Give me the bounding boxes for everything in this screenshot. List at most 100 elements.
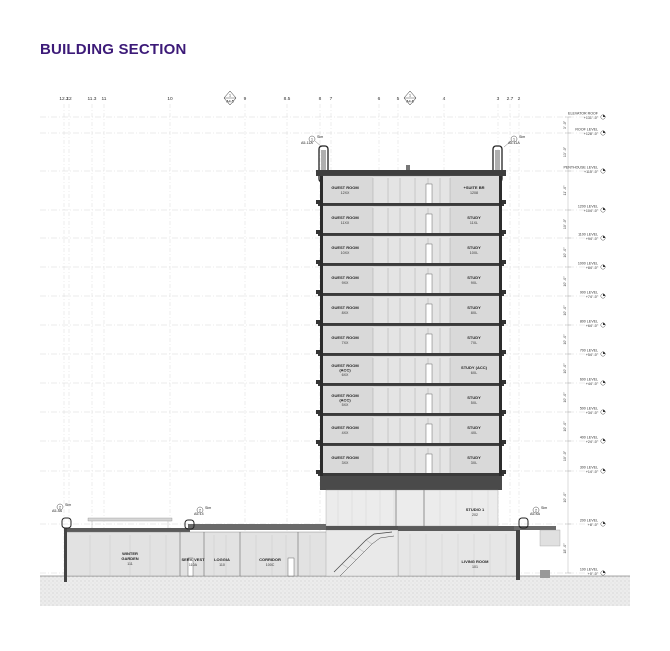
dimension-label: 10' -0": [563, 276, 567, 287]
grid-label: 8.5: [284, 96, 291, 102]
room-name: GUEST ROOM: [331, 185, 359, 190]
callout-ref: A5-11A: [508, 141, 520, 145]
level-marker: [600, 264, 606, 270]
room-number: 5XL: [471, 401, 477, 405]
grid-label: 12: [66, 96, 72, 102]
page-title: BUILDING SECTION: [40, 41, 187, 58]
callout-number: 2: [59, 505, 61, 509]
room-name: +SUITE BR: [463, 185, 484, 190]
dimension-label: 18' -0": [563, 543, 567, 554]
callout-number: 2: [199, 508, 201, 512]
room-number: 3XL: [471, 461, 477, 465]
room-name: GUEST ROOM: [331, 363, 359, 368]
room-number: 3XX: [342, 461, 349, 465]
level-name: ROOF LEVEL: [575, 128, 598, 132]
lobby-volume: [325, 489, 499, 527]
room-number: 10XX: [341, 251, 350, 255]
detail-callout: 2 Sim A5-14: [194, 506, 211, 516]
room-number: 110A: [189, 563, 198, 567]
level-name: PENTHOUSE LEVEL: [563, 166, 598, 170]
level-marker: [600, 468, 606, 474]
level-name: 1000 LEVEL: [578, 262, 598, 266]
level-name: ELEVATOR ROOF: [568, 112, 599, 116]
room-number: 9XX: [342, 281, 349, 285]
callout-sim: Sim: [519, 135, 525, 139]
room-name: GUEST ROOM: [331, 245, 359, 250]
winter-garden-canopy: [87, 517, 173, 522]
room-name: STUDY: [467, 425, 481, 430]
level-marker: [600, 293, 606, 299]
room-number: 11XX: [341, 221, 350, 225]
podium-body: [65, 531, 329, 577]
podium-roof-slab-2: [188, 524, 328, 530]
grid-label: 11: [102, 96, 107, 102]
grid-label: 5: [397, 96, 400, 102]
section-marker-sheet: A4-6: [406, 100, 414, 104]
level-name: 500 LEVEL: [580, 407, 598, 411]
level-elevation: +74' -0": [586, 295, 599, 299]
level-elevation: +54' -0": [586, 353, 599, 357]
level-elevation: +104' -0": [584, 209, 599, 213]
section-marker: 1 A4-5: [223, 90, 237, 106]
callout-sim: Sim: [65, 503, 71, 507]
level-marker: [600, 235, 606, 241]
level-marker: [600, 521, 606, 527]
dimension-label: 10' -0": [563, 305, 567, 316]
room-number: 8XX: [342, 311, 349, 315]
level-elevation: +128' -0": [584, 132, 599, 136]
level-name: 900 LEVEL: [580, 291, 598, 295]
dimension-label: 10' -0": [563, 363, 567, 374]
room-number: 9XL: [471, 281, 477, 285]
room-name: STUDY (ACC): [461, 365, 488, 370]
dimension-label: 11' -0": [563, 185, 567, 196]
callout-sim: Sim: [541, 506, 547, 510]
level-name: 800 LEVEL: [580, 320, 598, 324]
dimension-label: 3' -0": [563, 120, 567, 129]
level-marker: [600, 409, 606, 415]
level-name: 300 LEVEL: [580, 466, 598, 470]
grid-label: 6: [378, 96, 381, 102]
room-number: 111: [127, 562, 132, 566]
callout-ref: A5-14: [194, 512, 204, 516]
grid-label: 12.2: [59, 96, 69, 102]
level-elevation: +14' -0": [586, 470, 599, 474]
level-name: 700 LEVEL: [580, 349, 598, 353]
callout-number: 1: [311, 137, 313, 141]
level-marker: [600, 114, 606, 120]
grid-label: 8: [319, 96, 322, 102]
grid-label: 2: [518, 96, 521, 102]
podium-room-labels: WINTER GARDEN 111 SERV. VEST 110A LOGGIA…: [121, 507, 489, 569]
room-number: 4XX: [342, 431, 349, 435]
section-marker: 1 A4-6: [403, 90, 417, 106]
grid-label: 10: [167, 96, 173, 102]
dimension-label: 10' -0": [563, 492, 567, 503]
room-number: 6XL: [471, 371, 477, 375]
callout-ref: A5-4A: [52, 509, 63, 513]
level-name: 1200 LEVEL: [578, 205, 598, 209]
room-name: WINTER: [122, 551, 138, 556]
callout-ref: A5-11A: [301, 141, 313, 145]
level-elevation: +44' -0": [586, 382, 599, 386]
room-number: 11XL: [470, 221, 478, 225]
dimension-annotations: 3' -0"13' -0"11' -0"10' -0"10' -0"10' -0…: [0, 0, 571, 574]
level-name: 100 LEVEL: [580, 568, 598, 572]
room-number: 4XL: [471, 431, 477, 435]
callout-ref: A5-4A: [530, 512, 541, 516]
level-name: 600 LEVEL: [580, 378, 598, 382]
room-name: GUEST ROOM: [331, 455, 359, 460]
grid-label: 7: [330, 96, 333, 102]
room-name: STUDY: [467, 305, 481, 310]
level-marker: [600, 130, 606, 136]
room-name-line2: (ACC): [339, 398, 351, 403]
dimension-label: 10' -0": [563, 421, 567, 432]
room-name: STUDIO 1: [466, 507, 485, 512]
room-number: 1208: [470, 191, 478, 195]
level-name: 200 LEVEL: [580, 519, 598, 523]
